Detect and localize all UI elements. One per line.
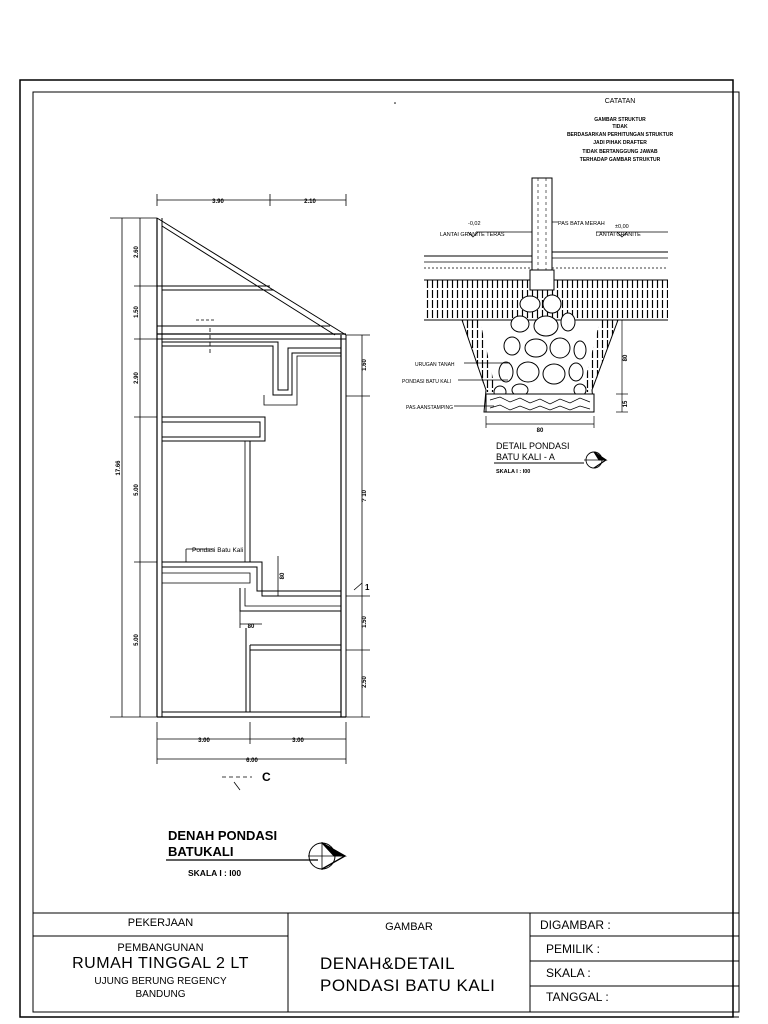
skala-label: SKALA :: [546, 966, 591, 980]
label-wall: PAS BATA MERAH: [558, 221, 605, 227]
digambar-label: DIGAMBAR :: [540, 918, 611, 932]
label-aanstamping: PAS.AANSTAMPING: [406, 405, 453, 411]
notes-line-6: TERHADAP GAMBAR STRUKTUR: [580, 157, 661, 163]
dim-right-1: 1.60: [362, 359, 368, 371]
dim-small-1: 80: [280, 572, 286, 579]
dim-detail-width: 80: [537, 428, 544, 434]
drawing-line-2: PONDASI BATU KALI: [320, 976, 496, 995]
tanggal-label: TANGGAL :: [546, 990, 609, 1004]
pemilik-label: PEMILIK :: [546, 942, 601, 956]
dim-detail-height: 80: [623, 354, 629, 361]
dim-top-2: 2.10: [304, 199, 316, 205]
callout-pondasi: Pondasi Batu Kali: [192, 547, 243, 554]
dim-left-1: 2.60: [134, 246, 140, 258]
detail-scale: SKALA I : I00: [496, 469, 530, 475]
notes-title: CATATAN: [605, 98, 636, 105]
drawing-line-1: DENAH&DETAIL: [320, 954, 456, 973]
project-line-4: BANDUNG: [135, 989, 186, 1000]
label-backfill: URUGAN TANAH: [415, 362, 455, 368]
dim-right-unclear: ? 10: [362, 489, 368, 502]
foundation-detail: -0,02 LANTAI GRANITE TERAS PAS BATA MERA…: [402, 177, 668, 475]
dim-top-1: 3.90: [212, 199, 224, 205]
label-floor-left: LANTAI GRANITE TERAS: [440, 232, 505, 238]
notes-line-5: TIDAK BERTANGGUNG JAWAB: [582, 149, 658, 155]
notes-line-3: BERDASARKAN PERHITUNGAN STRUKTUR: [567, 132, 674, 138]
outer-border: [19, 79, 734, 1018]
dim-small-2: 80: [248, 624, 255, 630]
pekerjaan-label: PEKERJAAN: [127, 917, 194, 929]
project-line-3: UJUNG BERUNG REGENCY: [94, 976, 227, 987]
plan-title-2: BATUKALI: [168, 844, 233, 859]
rubble-stones: [493, 294, 587, 399]
dim-right-3: 2.50: [362, 676, 368, 688]
dim-total-width: 6.00: [246, 758, 258, 764]
dim-right-2: 1.50: [362, 616, 368, 628]
detail-title-2: BATU KALI - A: [496, 452, 555, 462]
section-mark-right: 1: [365, 583, 370, 592]
dim-bottom-2: 3.00: [292, 738, 304, 744]
notes-block: CATATAN GAMBAR STRUKTUR TIDAK BERDASARKA…: [567, 98, 674, 163]
detail-north-arrow-icon: [584, 451, 608, 469]
plan-title-1: DENAH PONDASI: [168, 828, 277, 843]
plan-scale: SKALA I : I00: [188, 868, 241, 878]
label-floor-right: LANTAI GRANITE: [596, 232, 641, 238]
gambar-label: GAMBAR: [385, 921, 433, 933]
dim-left-2: 1.50: [134, 306, 140, 318]
dim-left-5: 5.00: [134, 634, 140, 646]
label-level-left: -0,02: [468, 221, 481, 227]
label-foundation: PONDASI BATU KALI: [402, 379, 451, 385]
title-block-grid: [33, 912, 739, 1012]
north-arrow-icon: [308, 842, 347, 870]
dim-left-3: 2.90: [134, 372, 140, 384]
notes-line-1: GAMBAR STRUKTUR: [594, 117, 646, 123]
section-mark-c: C: [262, 770, 271, 784]
plan-labels: 3.90 2.10 3.00 3.00 6.00 2.60 1.50 2.90 …: [116, 199, 370, 878]
project-line-1: PEMBANGUNAN: [117, 942, 204, 954]
label-level-right: ±0,00: [615, 224, 629, 230]
project-line-2: RUMAH TINGGAL 2 LT: [72, 955, 249, 972]
dim-left-4: 5.00: [134, 484, 140, 496]
foundation-plan: [110, 194, 370, 791]
inner-border: [32, 91, 740, 1013]
notes-line-2: TIDAK: [612, 124, 628, 130]
detail-title-1: DETAIL PONDASI: [496, 441, 570, 451]
notes-line-4: JADI PIHAK DRAFTER: [593, 140, 647, 146]
dim-detail-base: 15: [623, 400, 629, 407]
dim-total-height: 17.66: [116, 460, 122, 476]
dim-bottom-1: 3.00: [198, 738, 210, 744]
